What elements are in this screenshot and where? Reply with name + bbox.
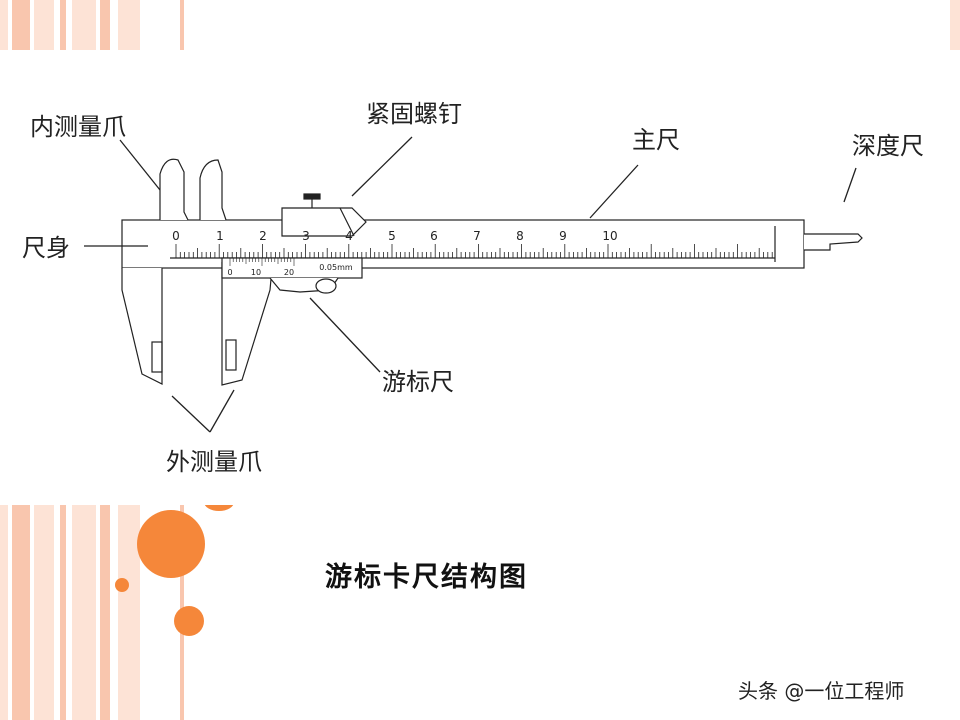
label-inner-jaw: 内测量爪	[30, 113, 126, 141]
main-scale-number: 10	[602, 229, 617, 243]
main-scale-ticks	[175, 244, 773, 258]
main-scale-number: 5	[388, 229, 396, 243]
decor-circle-top	[204, 505, 234, 511]
main-scale-number: 7	[473, 229, 481, 243]
label-vernier: 游标尺	[382, 368, 454, 396]
inner-jaw-moving	[199, 159, 227, 221]
vernier-scale-number: 10	[251, 268, 261, 277]
outer-jaw-fixed	[121, 268, 163, 385]
main-scale-number: 3	[302, 229, 310, 243]
main-scale-number: 2	[259, 229, 267, 243]
label-depth-rod: 深度尺	[852, 132, 924, 160]
inner-jaw-fixed	[159, 158, 189, 221]
main-scale-number: 0	[172, 229, 180, 243]
label-lock-screw: 紧固螺钉	[366, 100, 462, 128]
main-scale-number: 9	[559, 229, 567, 243]
label-outer-jaw: 外测量爪	[166, 448, 262, 476]
bottom-decorative-band	[0, 505, 960, 720]
vernier-scale-number: 20	[284, 268, 294, 277]
vernier-caliper-diagram: 0 1 2 3 4 5 6 7 8 9 10 0 10 20 0.05mm 内测…	[22, 100, 924, 476]
lock-screw-block	[281, 207, 367, 237]
main-scale-number: 1	[216, 229, 224, 243]
label-body: 尺身	[22, 234, 70, 262]
main-scale-number: 4	[345, 229, 353, 243]
depth-rod	[804, 233, 863, 251]
vernier-scale-number: 0	[227, 268, 232, 277]
decor-circle-large	[137, 510, 205, 578]
diagram-caption: 游标卡尺结构图	[325, 562, 528, 593]
main-scale-number: 6	[430, 229, 438, 243]
outer-jaw-moving	[221, 262, 273, 386]
main-scale-number: 8	[516, 229, 524, 243]
decor-circle-medium	[174, 606, 204, 636]
label-main-scale: 主尺	[632, 126, 680, 154]
decor-circle-small	[115, 578, 129, 592]
top-decorative-band	[0, 0, 960, 50]
vernier-scale-ticks	[229, 258, 295, 266]
watermark: 头条 @一位工程师	[738, 679, 905, 703]
vernier-precision-label: 0.05mm	[319, 263, 353, 272]
